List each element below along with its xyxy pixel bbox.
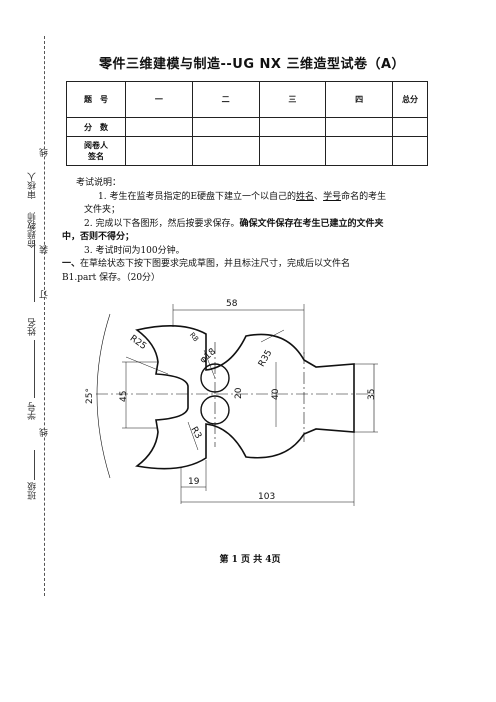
- student-name-label: 姓名: [28, 318, 38, 336]
- class-label: 班级: [28, 482, 38, 500]
- reviewer-label: 审核人: [28, 172, 38, 199]
- score-row-label: 分 数: [66, 117, 126, 137]
- grader-cell[interactable]: [392, 136, 428, 166]
- dim-45: 45: [119, 391, 129, 402]
- page-number: 第 1 页 共 4页: [219, 555, 281, 565]
- binding-seal-line: 线: [40, 428, 50, 437]
- binding-seal-line-top: 线: [40, 148, 50, 157]
- grader-cell[interactable]: [191, 136, 260, 166]
- dim-19: 19: [188, 477, 200, 487]
- dim-58: 58: [226, 299, 238, 309]
- dim-r3: R3: [188, 425, 203, 440]
- header-cell: 总分: [392, 81, 428, 118]
- instruction-item-2: 2. 完成以下各图形，然后按要求保存。确保文件保存在考生已建立的文件夹: [84, 218, 384, 229]
- instruction-item-3: 3. 考试时间为100分钟。: [84, 245, 185, 256]
- score-cell[interactable]: [325, 117, 393, 137]
- dim-103: 103: [258, 492, 275, 502]
- table-row: 分 数: [66, 117, 428, 137]
- proposer-label: 命题教师: [28, 212, 38, 248]
- grader-row-label: 阅卷人签名: [66, 136, 126, 166]
- header-cell: 一: [125, 81, 193, 118]
- instruction-item-1: 1. 考生在监考员指定的E硬盘下建立一个以自己的姓名、学号命名的考生: [98, 191, 387, 202]
- header-cell: 题 号: [66, 81, 126, 118]
- question-1-cont: B1.part 保存。（20分）: [62, 272, 161, 283]
- header-cell: 四: [325, 81, 393, 118]
- student-name-blank: [34, 240, 35, 302]
- instructions: 考试说明： 1. 考生在监考员指定的E硬盘下建立一个以自己的姓名、学号命名的考生…: [62, 177, 434, 285]
- score-cell[interactable]: [125, 117, 193, 137]
- wrench-drawing: 58 R25 R35 R8 φ18 20 40 45 25° R3 35 19 …: [85, 299, 378, 506]
- grader-cell[interactable]: [258, 136, 327, 166]
- exam-title: 零件三维建模与制造--UG NX 三维造型试卷（A）: [98, 57, 406, 72]
- dim-35: 35: [367, 389, 377, 400]
- dim-r8: R8: [188, 331, 200, 343]
- grader-cell[interactable]: [125, 136, 193, 166]
- dim-angle-25: 25°: [85, 388, 95, 404]
- header-cell: 二: [191, 81, 260, 118]
- binding-seal-order: 订: [40, 290, 50, 299]
- table-row: 阅卷人签名: [66, 136, 428, 166]
- score-cell[interactable]: [191, 117, 260, 137]
- score-cell[interactable]: [392, 117, 428, 137]
- binding-seal-mount: 装: [40, 245, 50, 254]
- dim-40: 40: [271, 388, 281, 400]
- dim-20: 20: [234, 387, 244, 399]
- dim-r35: R35: [257, 348, 275, 368]
- binding-dashed-line: [44, 36, 45, 596]
- score-table: 题 号 一 二 三 四 总分 分 数 阅卷人签名: [66, 81, 428, 166]
- class-blank: [34, 450, 35, 480]
- header-cell: 三: [258, 81, 327, 118]
- instruction-item-1-cont: 文件夹；: [84, 205, 121, 215]
- grader-cell[interactable]: [325, 136, 393, 166]
- instructions-heading: 考试说明：: [76, 178, 122, 188]
- student-id-blank: [34, 340, 35, 398]
- question-1: 一、在草绘状态下按下图要求完成草图，并且标注尺寸，完成后以文件名: [62, 259, 351, 269]
- instruction-item-2-cont: 中，否则不得分；: [62, 232, 135, 242]
- student-id-label: 学号: [28, 402, 38, 420]
- score-cell[interactable]: [258, 117, 327, 137]
- wrench-outline: [135, 325, 355, 470]
- table-header-row: 题 号 一 二 三 四 总分: [66, 81, 428, 118]
